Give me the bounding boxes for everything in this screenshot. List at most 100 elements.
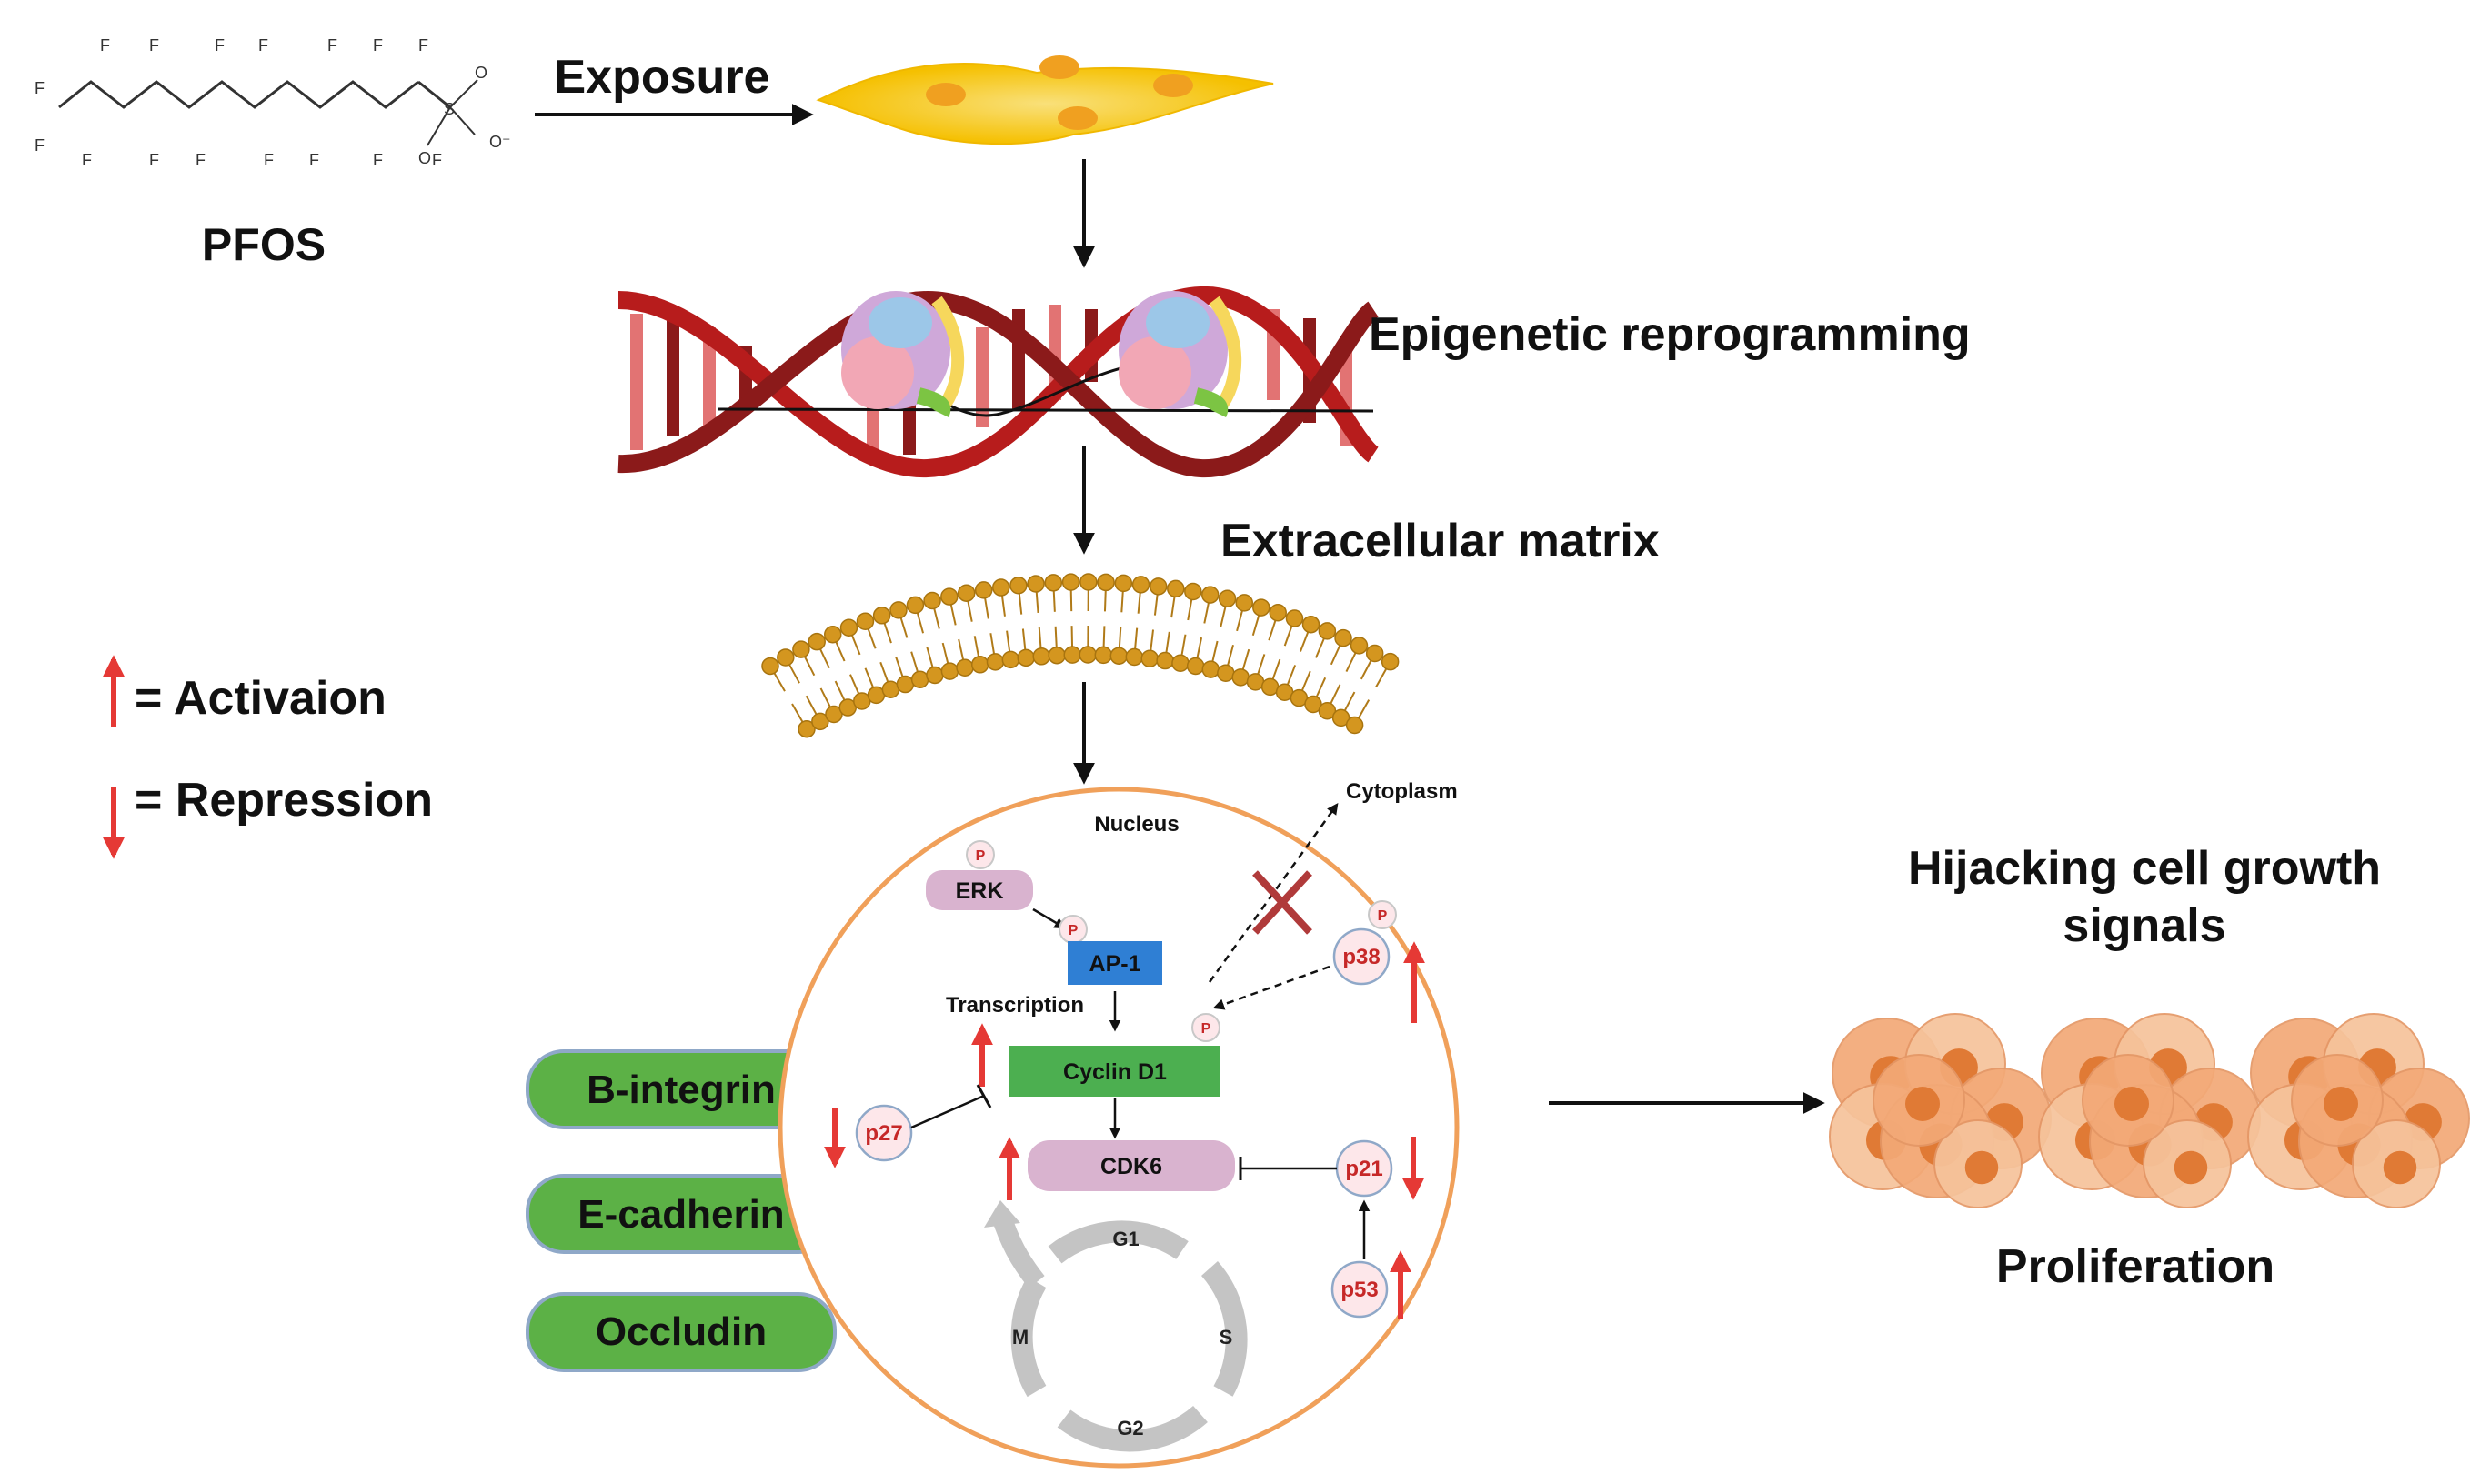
s-phase-label: S [1220,1326,1233,1349]
fluorine-atom: F [82,151,92,169]
p38-label: p38 [1342,945,1380,969]
lipid-head [1171,654,1190,673]
lipid-head [1156,651,1174,670]
lipid-head [1149,577,1168,596]
lipid-head [1114,574,1133,593]
lipid-head [824,625,842,644]
lipid-head [940,587,959,606]
p27-inhibition-bar [976,1084,992,1108]
lipid-head [1131,576,1150,594]
lipid-head [1217,664,1235,682]
lipid-head [1381,652,1400,671]
lipid-head [986,653,1005,671]
ap1-factor [1068,941,1162,985]
junction-protein-label: E-cadherin [577,1192,784,1237]
lipid-head [1231,668,1250,687]
proliferation-label: Proliferation [1996,1240,2274,1293]
phosphate-label: P [1069,923,1079,938]
lipid-head [1044,574,1063,592]
erk-label: ERK [956,878,1004,904]
erk-protein [926,870,1033,910]
p53-label: p53 [1340,1278,1378,1302]
nucleus-label: Nucleus [1094,812,1179,837]
cell-nucleus [2114,1087,2149,1121]
transcription-label: Transcription [946,993,1084,1018]
lipid-head [1301,615,1320,634]
lipid-head [1269,604,1287,622]
lipid-head [792,640,810,658]
fluorine-atom: F [149,36,159,55]
pfos-label: PFOS [202,219,326,270]
lipid-head [1285,609,1304,627]
lipid-head [906,596,925,615]
cell-nucleus [1964,1150,1999,1185]
lipid-head [1200,586,1220,604]
fluorine-atom: F [35,79,45,97]
lipid-head [798,719,816,738]
lipid-head [872,607,891,625]
cdk6-protein [1028,1140,1235,1191]
lipid-head [1345,716,1364,735]
nucleosome [841,291,965,418]
lipid-head [1318,622,1337,640]
phosphate-label: P [1201,1021,1211,1037]
lipid-head [1063,646,1081,664]
fluorine-atom: F [100,36,110,55]
oxygen-atom: O [475,64,487,82]
fluorine-atom: F [373,151,383,169]
lipid-head [926,666,944,685]
cell-nucleus [2324,1087,2358,1121]
junction-protein-label: Occludin [596,1309,767,1354]
epigenetic-label: Epigenetic reprogramming [1369,308,1971,361]
fluorine-atom: F [432,151,442,169]
lipid-head [957,584,976,602]
fluorine-atom: F [309,151,319,169]
lipid-head [1094,646,1113,665]
p27-inhibition-line [910,1094,985,1129]
fluorine-atom: F [258,36,268,55]
p27-protein [855,1104,913,1162]
lipid-head [1246,673,1265,691]
g1-phase-label: G1 [1112,1228,1139,1250]
lipid-head [1061,573,1080,591]
lipid-head [761,657,779,676]
lipid-head [889,601,908,619]
lipid-head [1218,589,1237,607]
oxygen-atom: O [418,149,431,167]
lipid-head [825,705,843,724]
lipid-head [808,632,826,651]
junction-protein-label: B-integrin [587,1068,776,1112]
ecm-label: Extracellular matrix [1220,515,1660,567]
lipid-head [1027,575,1045,593]
hijacking-label-line2: signals [2063,899,2225,952]
lipid-head [940,662,959,680]
g2-phase-label: G2 [1117,1417,1143,1439]
lipid-head [1109,647,1129,665]
cdk6-label: CDK6 [1100,1154,1162,1179]
lipid-head [1032,647,1050,666]
lipid-head [1350,637,1369,655]
legend-activation: = Activaion [135,672,387,725]
lipid-head [1331,708,1350,727]
phosphate-label: P [976,848,986,864]
junction-protein-occludin: Occludin [526,1292,837,1372]
lipid-head [974,581,993,599]
dna-double-helix [617,286,1380,478]
lipid-head [1079,646,1098,664]
lipid-head [811,712,829,731]
nucleosome [1119,291,1242,418]
phosphate-label: P [1378,908,1388,924]
lipid-head [856,612,875,631]
p38-protein [1332,928,1391,986]
cell-nucleus [1905,1087,1940,1121]
blocked-cross-icon [1252,870,1312,935]
lipid-head [1001,650,1020,669]
fluorine-atom: F [327,36,337,55]
lipid-head [1009,577,1028,595]
phosphate-marker [966,840,995,869]
lipid-head [970,656,989,674]
hijacking-label-line1: Hijacking cell growth [1908,842,2381,895]
lipid-head [1079,573,1098,591]
oxygen-anion: O⁻ [489,133,511,151]
